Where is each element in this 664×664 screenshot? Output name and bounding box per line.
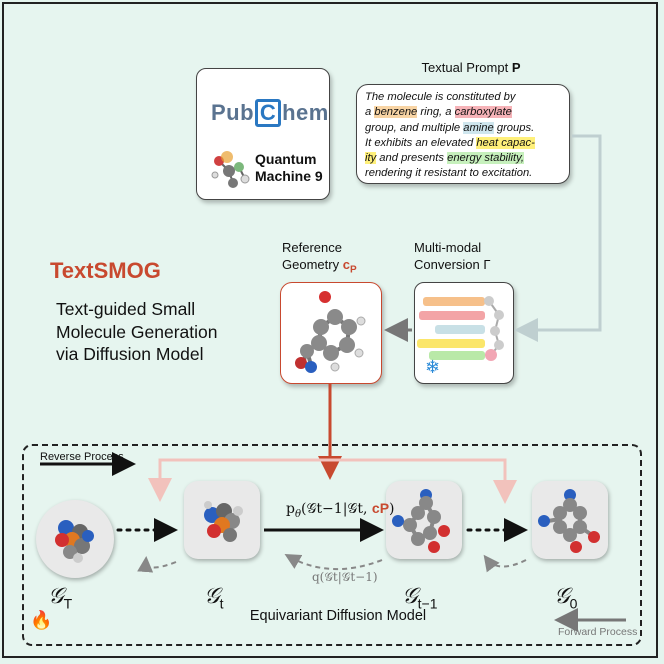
reference-line1: Reference — [282, 240, 342, 255]
pubchem-logo-c: C — [255, 99, 282, 127]
state-Gt-1-card — [386, 481, 462, 559]
forward-curve-left — [137, 556, 177, 573]
p-symbol: p — [286, 501, 295, 517]
p-sub: θ — [294, 508, 301, 520]
highlighted-term: heat capac- — [476, 136, 535, 149]
prompt-card: The molecule is constituted by a benzene … — [356, 84, 570, 184]
reverse-process-label: Reverse Process — [40, 451, 124, 463]
model-label: Equivariant Diffusion Model — [249, 608, 427, 624]
highlighted-term: amine — [463, 121, 494, 134]
multimodal-symbol: Γ — [483, 257, 491, 272]
highlighted-term: energy stability, — [447, 152, 524, 165]
prompt-to-conversion-arrow — [514, 134, 602, 342]
state-Gt-card — [184, 481, 260, 559]
subtitle-line: Molecule Generation — [56, 321, 218, 342]
pubchem-logo-post: hem — [282, 100, 329, 125]
prompt-text: rendering it resistant to excitation. — [365, 167, 533, 180]
qm9-line1: Quantum — [255, 151, 317, 167]
prompt-title-text: Textual Prompt — [421, 60, 509, 75]
highlighted-term: ity — [365, 152, 377, 165]
highlighted-term: carboxylate — [454, 106, 512, 119]
reference-symbol-sub: P — [349, 264, 357, 276]
p-cond: cP — [371, 500, 390, 516]
method-subtitle: Text-guided Small Molecule Generation vi… — [56, 298, 217, 366]
qm9-line2: Machine 9 — [255, 168, 323, 184]
multimodal-line1: Multi-modal — [414, 240, 482, 255]
p-args: (𝒢t−1|𝒢t, — [301, 501, 372, 517]
qm9-molecule-icon — [211, 151, 250, 188]
prompt-text: groups. — [493, 121, 535, 134]
reverse-transition-label: pθ(𝒢t−1|𝒢t, cP) — [286, 500, 395, 520]
forward-step-curve — [284, 554, 383, 571]
snowflake-icon: ❄ — [425, 357, 440, 377]
label-Gt-1: 𝒢t−1 — [402, 584, 438, 612]
highlighted-term: benzene — [374, 106, 418, 119]
diffusion-box — [22, 444, 642, 646]
forward-transition-label: q(𝒢t|𝒢t−1) — [312, 570, 378, 584]
method-title: TextSMOG — [50, 258, 161, 283]
prompt-text: ring, a — [417, 106, 455, 119]
pubchem-logo-pre: Pub — [211, 100, 255, 125]
reference-symbol: c — [342, 257, 350, 272]
near-molecule-icon — [392, 489, 450, 553]
flame-icon: 🔥 — [30, 610, 53, 630]
prompt-text: a — [365, 106, 375, 119]
label-G0: 𝒢0 — [554, 584, 578, 612]
prompt-text: and presents — [376, 152, 448, 165]
reference-geometry-card — [280, 282, 382, 384]
multimodal-network-icon: ❄ — [417, 296, 504, 377]
reference-line2: Geometry — [282, 257, 340, 272]
state-GT-card — [36, 500, 114, 578]
prompt-title-symbol: P — [511, 60, 521, 75]
label-Gt: 𝒢t — [204, 584, 224, 612]
prompt-text: group, and multiple — [365, 121, 464, 134]
prompt-line: The molecule is constituted by — [365, 90, 561, 105]
prompt-line: a benzene ring, a carboxylate — [365, 105, 561, 120]
subtitle-line: Text-guided Small — [56, 299, 196, 319]
subtitle-line: via Diffusion Model — [56, 344, 204, 364]
prompt-text: The molecule is constituted by — [365, 91, 516, 103]
multimodal-card: ❄ — [414, 282, 514, 384]
clean-molecule-icon — [538, 489, 600, 553]
prompt-line: It exhibits an elevated heat capac- — [365, 136, 561, 151]
prompt-title: Textual Prompt P — [396, 60, 546, 75]
multimodal-line2: Conversion — [414, 257, 480, 272]
forward-curve-right — [483, 554, 527, 573]
partial-molecule-icon — [204, 501, 243, 542]
prompt-line: group, and multiple amine groups. — [365, 121, 561, 136]
p-close: ) — [389, 501, 395, 517]
condition-feedback-arrow-left — [148, 458, 507, 502]
noisy-molecule-icon — [55, 520, 94, 563]
prompt-line: rendering it resistant to excitation. — [365, 166, 561, 181]
state-G0-card — [532, 481, 608, 559]
label-GT: 𝒢T — [48, 584, 73, 612]
reference-molecule-icon — [295, 291, 366, 373]
prompt-text: It exhibits an elevated — [365, 136, 477, 149]
prompt-line: ity and presents energy stability, — [365, 151, 561, 166]
